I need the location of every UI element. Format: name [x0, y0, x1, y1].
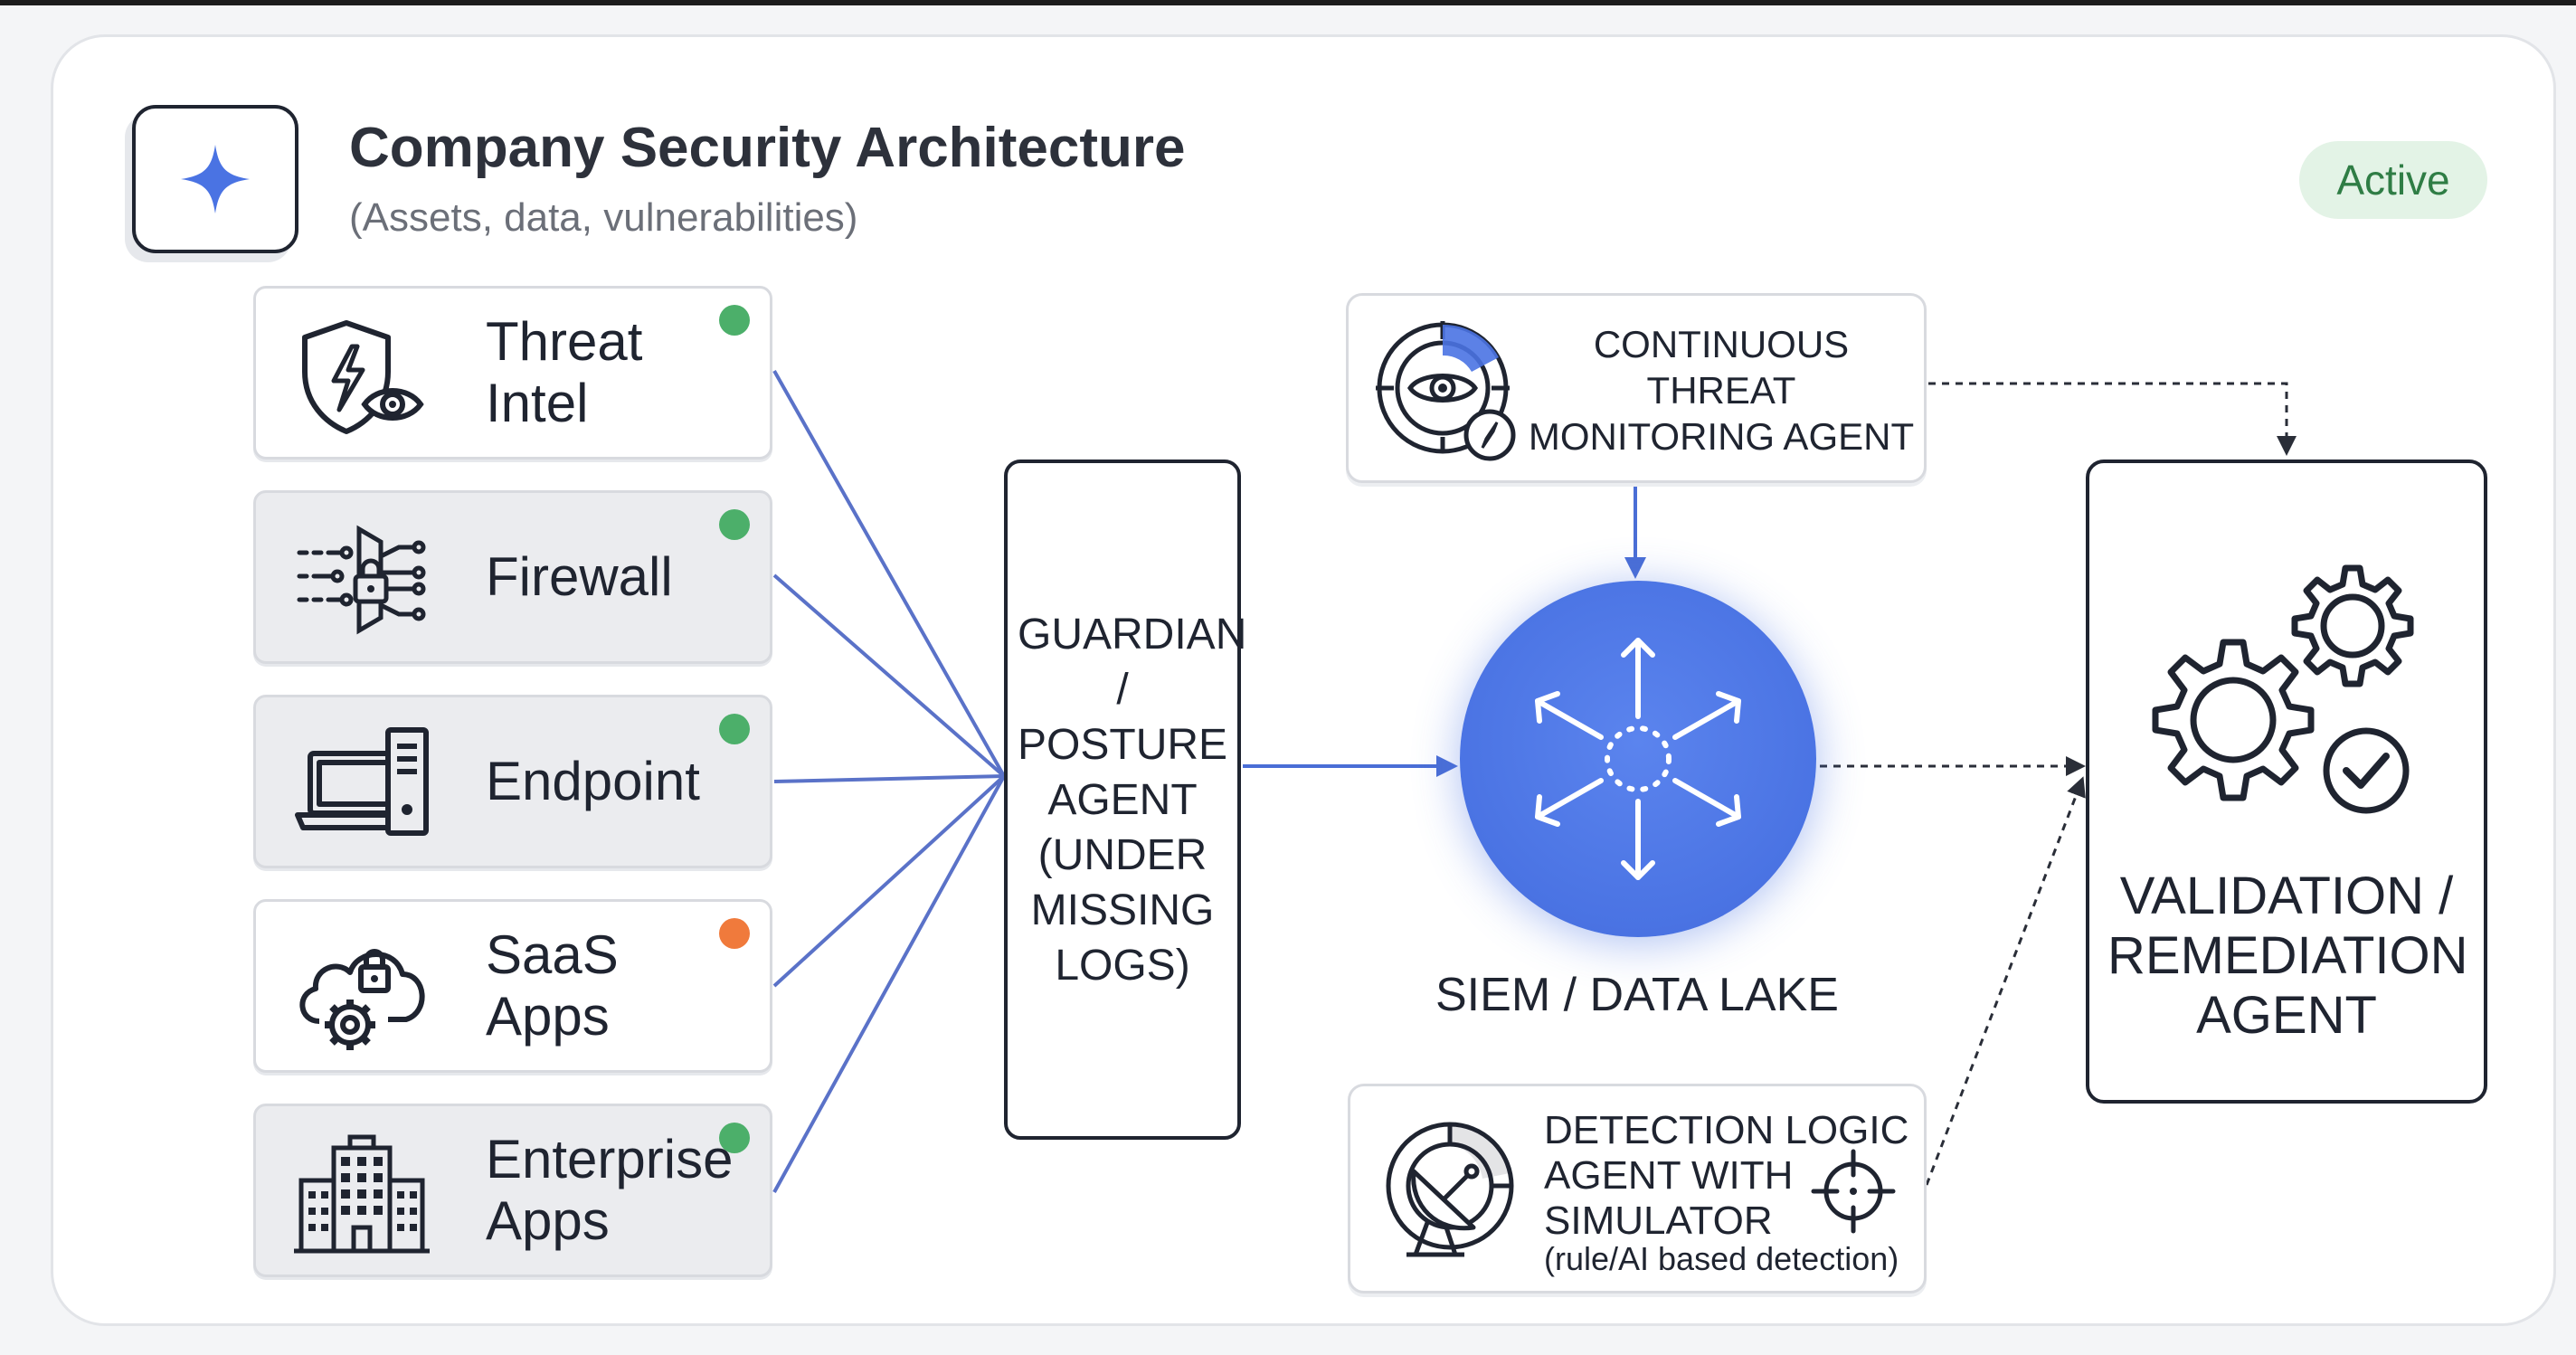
- connector-monitor-validation: [1928, 382, 2297, 456]
- crosshair-icon: [1811, 1149, 1896, 1234]
- radar-eye-icon: [1376, 321, 1516, 461]
- source-threat-intel[interactable]: Threat Intel: [253, 286, 772, 460]
- shield-eye-icon: [302, 320, 424, 434]
- source-endpoint[interactable]: Endpoint: [253, 695, 772, 868]
- connector-detection-validation: [1925, 776, 2086, 1186]
- siem-data-lake-node[interactable]: [1460, 581, 1816, 937]
- guardian-label: GUARDIAN / POSTURE AGENT (UNDER MISSING …: [1018, 610, 1247, 990]
- detection-logic-agent[interactable]: DETECTION LOGIC AGENT WITH SIMULATOR (ru…: [1348, 1084, 1927, 1293]
- source-label: Endpoint: [486, 751, 700, 811]
- page-title: Company Security Architecture: [349, 117, 1186, 179]
- distribute-arrows-icon: [1535, 638, 1741, 880]
- connector-enterprise: [772, 775, 1006, 1193]
- gears-check-icon: [2152, 564, 2414, 814]
- source-label: Firewall: [486, 546, 673, 607]
- guardian-posture-agent[interactable]: GUARDIAN / POSTURE AGENT (UNDER MISSING …: [1004, 460, 1247, 1140]
- status-dot: [719, 918, 750, 949]
- top-border: [0, 0, 2576, 5]
- connector-firewall: [772, 573, 1006, 778]
- status-badge: Active: [2299, 141, 2487, 219]
- satellite-dish-icon: [1386, 1122, 1514, 1257]
- connector-endpoint: [773, 774, 1005, 783]
- status-dot: [719, 509, 750, 540]
- detection-agent-note: (rule/AI based detection): [1544, 1240, 1899, 1277]
- source-label: Enterprise Apps: [486, 1129, 734, 1251]
- status-dot: [719, 305, 750, 336]
- connector-threat-intel: [772, 370, 1006, 777]
- status-dot: [719, 714, 750, 744]
- page-subtitle: (Assets, data, vulnerabilities): [349, 195, 858, 240]
- validation-agent-label: VALIDATION / REMEDIATION AGENT: [2107, 867, 2468, 1045]
- status-dot: [719, 1123, 750, 1153]
- firewall-lock-icon: [297, 525, 426, 635]
- connector-saas: [772, 774, 1006, 988]
- siem-label: SIEM / DATA LAKE: [1435, 969, 1839, 1021]
- sparkle-icon: [181, 145, 250, 213]
- laptop-tower-icon: [295, 727, 429, 836]
- cloud-lock-gear-icon: [299, 949, 425, 1050]
- continuous-monitoring-agent[interactable]: CONTINUOUS THREAT MONITORING AGENT: [1346, 293, 1927, 483]
- validation-remediation-agent[interactable]: VALIDATION / REMEDIATION AGENT: [2086, 460, 2487, 1104]
- source-enterprise-apps[interactable]: Enterprise Apps: [253, 1104, 772, 1277]
- source-firewall[interactable]: Firewall: [253, 490, 772, 664]
- monitoring-agent-label: CONTINUOUS THREAT MONITORING AGENT: [1528, 323, 1915, 458]
- source-label: Threat Intel: [486, 311, 643, 433]
- logo: [132, 105, 298, 253]
- detection-agent-label: DETECTION LOGIC AGENT WITH SIMULATOR: [1544, 1108, 1909, 1243]
- source-label: SaaS Apps: [486, 924, 619, 1047]
- building-icon: [294, 1134, 430, 1254]
- source-saas-apps[interactable]: SaaS Apps: [253, 899, 772, 1073]
